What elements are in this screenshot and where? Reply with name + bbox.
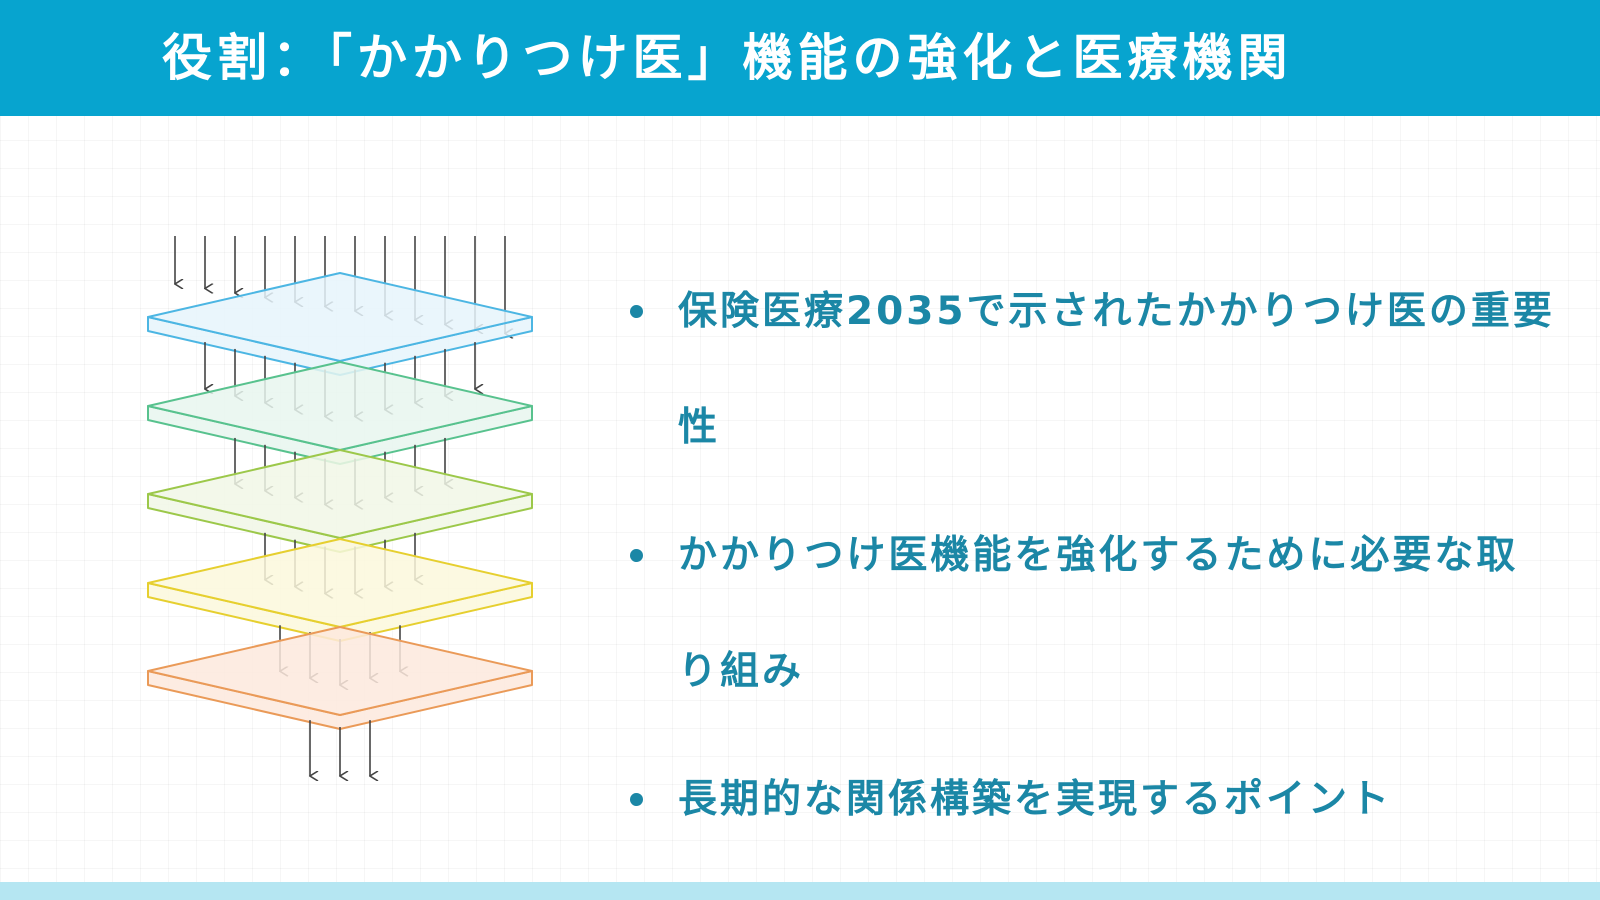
bullet-text: 保険医療2035で示されたかかりつけ医の重要性 (678, 289, 1555, 450)
bullet-item: かかりつけ医機能を強化するために必要な取り組み (630, 498, 1560, 730)
layer-plate (147, 449, 533, 539)
bullet-text: 長期的な関係構築を実現するポイント (678, 777, 1393, 822)
layer-plate (147, 538, 533, 628)
layer-plate (147, 361, 533, 451)
page-title: 役割：「かかりつけ医」機能の強化と医療機関 (162, 29, 1293, 87)
layered-filter-diagram (147, 236, 533, 808)
bullet-dot (630, 793, 643, 806)
bullet-text: かかりつけ医機能を強化するために必要な取り組み (678, 533, 1519, 694)
bullet-dot (630, 305, 643, 318)
footer-bar (0, 882, 1600, 900)
bullet-item: 長期的な関係構築を実現するポイント (630, 742, 1560, 858)
bullet-list: 保険医療2035で示されたかかりつけ医の重要性 かかりつけ医機能を強化するために… (630, 254, 1560, 870)
header-bar: 役割：「かかりつけ医」機能の強化と医療機関 (0, 0, 1600, 116)
bullet-item: 保険医療2035で示されたかかりつけ医の重要性 (630, 254, 1560, 486)
layer-plate (147, 626, 533, 716)
layer-plate (147, 272, 533, 362)
bullet-dot (630, 549, 643, 562)
